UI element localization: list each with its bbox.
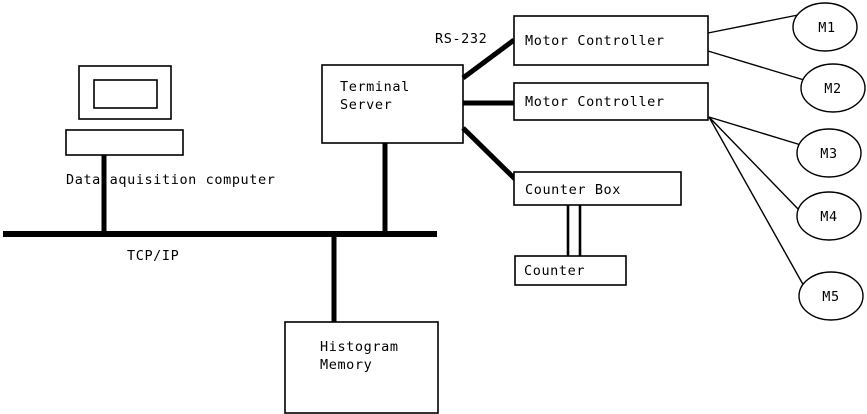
motor-m2-node: M2: [800, 63, 866, 113]
motor-m5-node: M5: [798, 271, 864, 321]
data-acquisition-computer: Data aquisition computer: [65, 65, 275, 188]
terminal-server-label-line1: Terminal: [340, 79, 410, 95]
motor-m5-label: M5: [822, 289, 839, 305]
counter-box-node: Counter Box: [513, 171, 682, 206]
motor-controller-1-box: [513, 15, 709, 66]
motor-m2-label: M2: [824, 81, 841, 97]
motor-controller-1-to-m2-link: [707, 50, 805, 81]
terminal-server-node: Terminal Server: [321, 64, 464, 144]
motor-m1-ellipse: [792, 2, 858, 52]
terminal-server-label-line2: Server: [340, 97, 392, 113]
motor-controller-1-label: Motor Controller: [525, 33, 665, 49]
counter-label: Counter: [524, 263, 585, 279]
data-acquisition-computer-label: Data aquisition computer: [66, 172, 275, 188]
motor-controller-2-box: [513, 82, 709, 121]
tcpip-bus-label: TCP/IP: [127, 248, 179, 264]
histogram-memory-label-line2: Memory: [320, 357, 372, 373]
motor-m3-ellipse: [796, 128, 862, 178]
terminal-server-to-motor-controller-1-link: [461, 37, 516, 81]
motor-m1-node: M1: [792, 2, 858, 52]
counter-box-label: Counter Box: [525, 182, 621, 198]
histogram-memory-box: [284, 321, 439, 414]
counter-box-rect: [514, 255, 627, 286]
rs232-label: RS-232: [435, 31, 487, 47]
motor-m4-ellipse: [796, 191, 862, 241]
motor-m4-node: M4: [796, 191, 862, 241]
motor-m1-label: M1: [818, 20, 835, 36]
terminal-server-to-counter-box-link: [461, 126, 518, 182]
motor-controller-2-label: Motor Controller: [525, 94, 665, 110]
motor-controller-2-to-m5-link: [708, 116, 806, 289]
motor-controller-2-to-m4-link: [708, 116, 801, 212]
motor-controller-2-to-m3-link: [708, 116, 802, 146]
motor-m2-ellipse: [800, 63, 866, 113]
computer-base-icon: [65, 129, 184, 156]
histogram-memory-label-line1: Histogram: [320, 339, 399, 355]
counter-box-box: [513, 171, 682, 206]
motor-controller-2-node: Motor Controller: [513, 82, 709, 121]
motor-controller-1-node: Motor Controller: [513, 15, 709, 66]
motor-controller-1-to-m1-link: [707, 14, 799, 34]
motor-m5-ellipse: [798, 271, 864, 321]
motor-m4-label: M4: [820, 209, 837, 225]
motor-m3-node: M3: [796, 128, 862, 178]
histogram-memory-node: Histogram Memory: [284, 321, 439, 414]
monitor-screen-icon: [93, 79, 158, 109]
terminal-server-box: [321, 64, 464, 144]
motor-m3-label: M3: [820, 146, 837, 162]
counter-node: Counter: [514, 255, 627, 286]
